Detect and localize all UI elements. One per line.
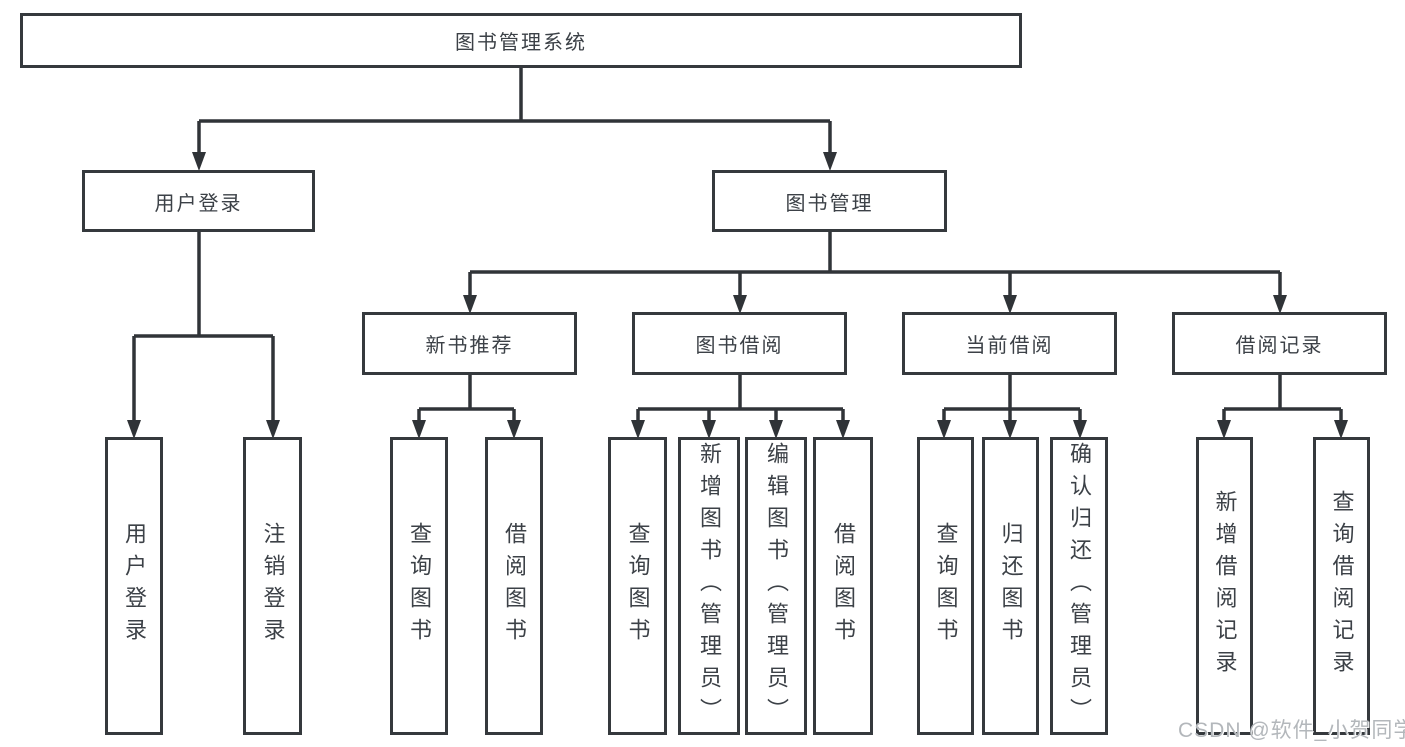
leaf-borrow-add-book-label: 新增图书（管理员） (697, 442, 722, 730)
leaf-record-query: 查询借阅记录 (1313, 437, 1370, 735)
connector-mgmt (468, 232, 1282, 297)
leaf-borrow-edit-book: 编辑图书（管理员） (745, 437, 807, 735)
arrowhead (1003, 295, 1017, 314)
arrowhead (1273, 295, 1287, 314)
node-current-borrow-label: 当前借阅 (965, 335, 1054, 357)
leaf-record-add-label: 新增借阅记录 (1212, 490, 1238, 682)
node-borrow-record-label: 借阅记录 (1235, 335, 1324, 357)
node-current-borrow: 当前借阅 (902, 312, 1117, 375)
arrowhead (733, 295, 747, 314)
node-book-mgmt-label: 图书管理 (785, 192, 874, 215)
leaf-current-return-book: 归还图书 (982, 437, 1039, 735)
leaf-logout-label: 注销登录 (260, 522, 286, 650)
leaf-borrow-query-book-label: 查询图书 (625, 522, 651, 650)
arrowheads (127, 152, 1348, 439)
node-user-login-label: 用户登录 (154, 192, 243, 215)
leaf-logout: 注销登录 (243, 437, 302, 735)
connector-root (197, 68, 832, 154)
watermark: CSDN @软件_小贺同学 (1178, 719, 1405, 742)
connector-current (942, 375, 1082, 423)
arrowhead (507, 420, 521, 439)
connector-login (132, 232, 275, 422)
node-new-book-rec: 新书推荐 (362, 312, 577, 375)
arrowhead (1073, 420, 1087, 439)
arrowhead (463, 295, 477, 314)
leaf-rec-query-book: 查询图书 (390, 437, 448, 735)
node-user-login: 用户登录 (82, 170, 315, 232)
leaf-borrow-borrow-book-label: 借阅图书 (831, 522, 856, 650)
node-borrow-record: 借阅记录 (1172, 312, 1387, 375)
leaf-record-query-label: 查询借阅记录 (1329, 490, 1355, 682)
leaf-current-return-book-label: 归还图书 (998, 522, 1024, 650)
arrowhead (823, 152, 837, 171)
arrowhead (937, 420, 951, 439)
arrowhead (836, 420, 850, 439)
node-book-borrow: 图书借阅 (632, 312, 847, 375)
node-root: 图书管理系统 (20, 13, 1022, 68)
node-book-borrow-label: 图书借阅 (695, 335, 784, 357)
arrowhead (702, 420, 716, 439)
connector-borrow (636, 375, 845, 423)
leaf-current-query-book-label: 查询图书 (933, 522, 959, 650)
leaf-borrow-add-book: 新增图书（管理员） (678, 437, 740, 735)
arrowhead (412, 420, 426, 439)
leaf-current-query-book: 查询图书 (917, 437, 974, 735)
leaf-rec-query-book-label: 查询图书 (407, 522, 432, 650)
node-root-label: 图书管理系统 (455, 32, 587, 54)
leaf-record-add: 新增借阅记录 (1196, 437, 1253, 735)
node-new-book-rec-label: 新书推荐 (425, 335, 514, 357)
node-book-mgmt: 图书管理 (712, 170, 947, 232)
arrowhead (127, 420, 141, 439)
leaf-borrow-query-book: 查询图书 (608, 437, 667, 735)
leaf-borrow-borrow-book: 借阅图书 (813, 437, 873, 735)
arrowhead (769, 420, 783, 439)
leaf-user-login-label: 用户登录 (122, 522, 147, 650)
arrowhead (192, 152, 206, 171)
arrowhead (266, 420, 280, 439)
arrowhead (1217, 420, 1231, 439)
leaf-rec-borrow-book-label: 借阅图书 (502, 522, 527, 650)
leaf-current-confirm-return: 确认归还（管理员） (1050, 437, 1108, 735)
leaf-rec-borrow-book: 借阅图书 (485, 437, 543, 735)
arrowhead (631, 420, 645, 439)
arrowhead (1334, 420, 1348, 439)
leaf-current-confirm-return-label: 确认归还（管理员） (1067, 442, 1092, 730)
connector-record (1222, 375, 1343, 423)
connector-rec (417, 375, 516, 423)
leaf-user-login: 用户登录 (105, 437, 163, 735)
arrowhead (1003, 420, 1017, 439)
leaf-borrow-edit-book-label: 编辑图书（管理员） (764, 442, 789, 730)
